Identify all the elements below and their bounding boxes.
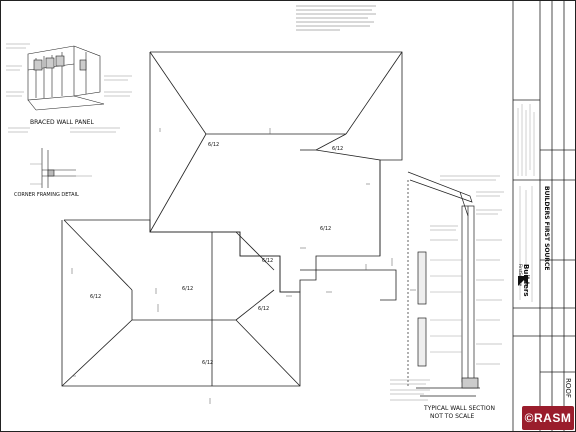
pitch-label: 6/12 bbox=[332, 146, 343, 152]
roof-plan bbox=[61, 51, 403, 387]
sheet-name: ROOF bbox=[564, 378, 572, 398]
roof-pitch-labels: 6/12 6/12 6/12 6/12 6/12 6/12 6/12 6/12 bbox=[90, 142, 343, 366]
company-name: BUILDERS FIRST SOURCE bbox=[543, 186, 550, 271]
wall-section-title: TYPICAL WALL SECTION bbox=[423, 405, 495, 412]
logo-text-1: Builders bbox=[522, 264, 530, 297]
dimension-marks bbox=[71, 128, 416, 404]
builders-logo-icon bbox=[518, 276, 528, 286]
title-block-lines bbox=[512, 0, 576, 432]
pitch-label: 6/12 bbox=[202, 360, 213, 366]
general-notes bbox=[296, 5, 376, 31]
pitch-label: 6/12 bbox=[262, 258, 273, 264]
wall-section-callouts bbox=[390, 175, 504, 401]
wall-section-scale: NOT TO SCALE bbox=[430, 413, 475, 420]
pitch-label: 6/12 bbox=[258, 306, 269, 312]
braced-wall-panel-detail bbox=[27, 45, 105, 111]
pitch-label: 6/12 bbox=[182, 286, 193, 292]
pitch-label: 6/12 bbox=[208, 142, 219, 148]
rasm-watermark: ©RASM bbox=[522, 406, 574, 430]
corner-framing-title: CORNER FRAMING DETAIL bbox=[14, 192, 79, 198]
typical-wall-section bbox=[407, 171, 480, 397]
logo-text-2: FirstSource bbox=[518, 264, 523, 287]
pitch-label: 6/12 bbox=[320, 226, 331, 232]
braced-panel-callouts bbox=[6, 43, 132, 133]
braced-panel-title: BRACED WALL PANEL bbox=[30, 119, 94, 126]
corner-framing-detail bbox=[30, 148, 92, 188]
pitch-label: 6/12 bbox=[90, 294, 101, 300]
